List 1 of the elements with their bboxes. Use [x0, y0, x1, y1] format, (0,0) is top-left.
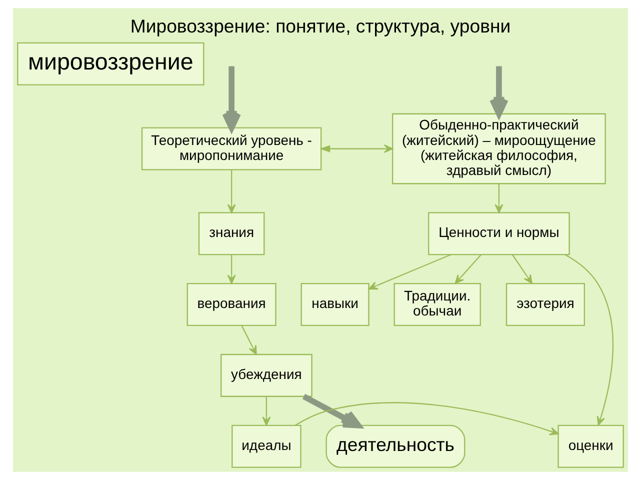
- diagram-title: Мировоззрение: понятие, структура, уровни: [130, 15, 510, 36]
